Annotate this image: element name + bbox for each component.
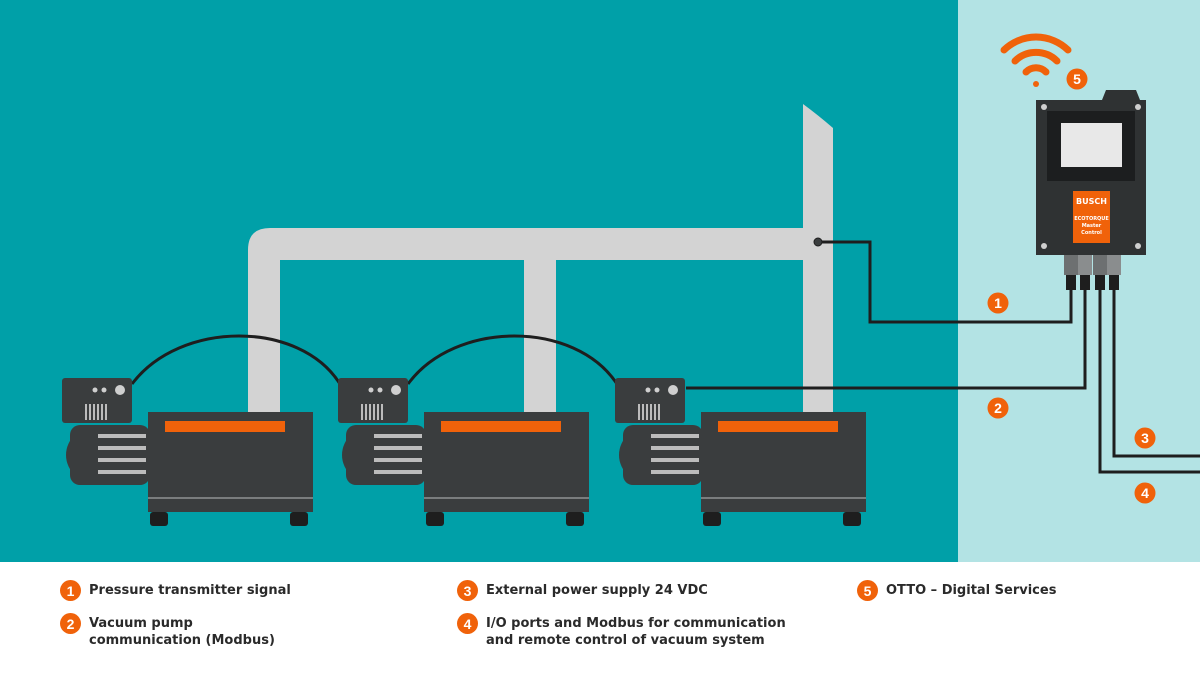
controller-brand: BUSCH <box>1076 197 1107 206</box>
legend-label-2: Vacuum pump communication (Modbus) <box>89 616 275 648</box>
svg-text:5: 5 <box>1073 71 1081 87</box>
svg-text:1: 1 <box>994 295 1002 311</box>
legend: 1 Pressure transmitter signal 2 Vacuum p… <box>0 580 1200 675</box>
legend-item-1: 1 Pressure transmitter signal <box>60 580 291 601</box>
legend-badge-5: 5 <box>857 580 878 601</box>
marker-2: 2 <box>987 397 1009 419</box>
vacuum-pump-3 <box>615 378 866 526</box>
legend-label-5: OTTO – Digital Services <box>886 583 1057 598</box>
legend-label-4: I/O ports and Modbus for communication a… <box>486 616 786 648</box>
power-supply-cable <box>1112 290 1200 458</box>
legend-badge-4: 4 <box>457 613 478 634</box>
controller-product-line1: ECOTORQUE <box>1074 216 1109 222</box>
controller-connectors <box>1064 255 1121 290</box>
legend-badge-1: 1 <box>60 580 81 601</box>
vacuum-system-diagram: BUSCH ECOTORQUE Master Control <box>0 0 1200 562</box>
legend-badge-3: 3 <box>457 580 478 601</box>
pump-chain-cables <box>130 334 619 385</box>
legend-label-1: Pressure transmitter signal <box>89 583 291 598</box>
vacuum-pump-1 <box>62 378 313 526</box>
pressure-transmitter-cable <box>818 240 1073 324</box>
legend-item-2: 2 Vacuum pump communication (Modbus) <box>60 613 275 649</box>
io-modbus-cable <box>1098 290 1200 474</box>
master-control-unit: BUSCH ECOTORQUE Master Control <box>1036 90 1146 290</box>
pressure-transmitter-sensor <box>813 237 823 247</box>
svg-text:3: 3 <box>1141 430 1149 446</box>
svg-text:4: 4 <box>1141 485 1149 501</box>
controller-product-line3: Control <box>1081 230 1102 236</box>
controller-panel-background <box>958 0 1200 562</box>
vacuum-pump-2 <box>338 378 589 526</box>
marker-5: 5 <box>1066 68 1088 90</box>
marker-1: 1 <box>987 292 1009 314</box>
pump-modbus-cable <box>686 290 1087 390</box>
marker-3: 3 <box>1134 427 1156 449</box>
controller-logo-plate <box>1073 191 1110 243</box>
legend-label-3: External power supply 24 VDC <box>486 583 708 598</box>
svg-text:2: 2 <box>994 400 1002 416</box>
legend-item-4: 4 I/O ports and Modbus for communication… <box>457 613 786 649</box>
legend-badge-2: 2 <box>60 613 81 634</box>
controller-display <box>1061 123 1122 167</box>
legend-item-3: 3 External power supply 24 VDC <box>457 580 708 601</box>
wifi-icon <box>1000 33 1072 87</box>
marker-4: 4 <box>1134 482 1156 504</box>
controller-product-line2: Master <box>1082 223 1102 229</box>
legend-item-5: 5 OTTO – Digital Services <box>857 580 1056 601</box>
vacuum-pipe-system <box>248 104 833 414</box>
